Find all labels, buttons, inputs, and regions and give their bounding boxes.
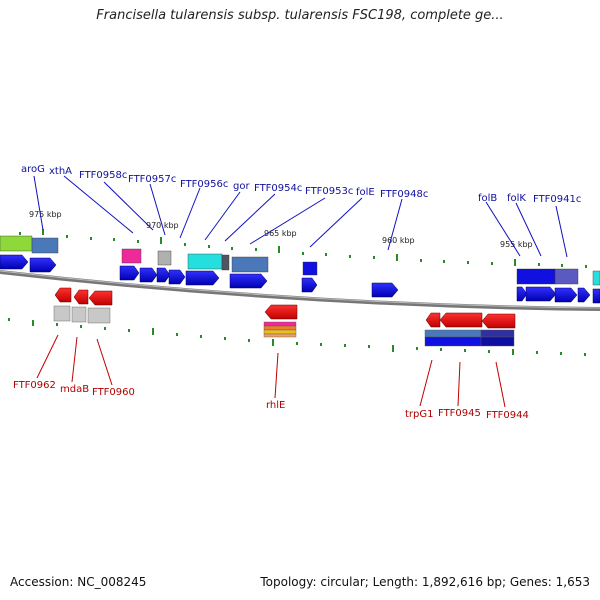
bottom-gene-labels: FTF0962 mdaB FTF0960 rhlE trpG1 FTF0945 … — [13, 380, 529, 421]
gene-arrow[interactable] — [592, 288, 600, 304]
gene-arrow[interactable] — [29, 257, 57, 273]
gene-arrow[interactable] — [481, 313, 516, 329]
gene-label-rhlE[interactable]: rhlE — [266, 400, 285, 411]
gene-label-gor[interactable]: gor — [233, 181, 250, 192]
feature-bar[interactable] — [263, 325, 297, 331]
feature-bar[interactable] — [554, 268, 579, 285]
genome-backbone — [0, 270, 600, 311]
top-leader-lines — [33, 175, 568, 258]
top-gene-labels: aroG xthA FTF0958c FTF0957c FTF0956c gor… — [21, 164, 581, 205]
gene-arrow[interactable] — [554, 287, 578, 303]
gene-label-folB[interactable]: folB — [478, 193, 497, 204]
feature-bar[interactable] — [424, 336, 482, 347]
gene-arrow[interactable] — [264, 304, 298, 320]
feature-bar[interactable] — [157, 250, 172, 266]
gene-arrow[interactable] — [525, 286, 557, 302]
feature-bar[interactable] — [263, 329, 297, 335]
gene-label-FTF0960[interactable]: FTF0960 — [92, 387, 135, 398]
feature-bar[interactable] — [516, 268, 556, 285]
gene-label-trpG1[interactable]: trpG1 — [405, 409, 434, 420]
gene-label-FTF0953c[interactable]: FTF0953c — [305, 186, 353, 197]
forward-genes-row-1 — [0, 254, 600, 304]
gene-label-FTF0957c[interactable]: FTF0957c — [128, 174, 176, 185]
gene-arrow[interactable] — [119, 265, 140, 281]
gene-arrow[interactable] — [229, 273, 268, 289]
gene-label-xthA[interactable]: xthA — [49, 166, 72, 177]
gene-arrow[interactable] — [73, 289, 89, 305]
gene-arrow[interactable] — [371, 282, 399, 298]
accession-text: Accession: NC_008245 — [10, 575, 147, 589]
feature-bar[interactable] — [231, 256, 269, 273]
kbp-label-960: 960 kbp — [382, 236, 415, 245]
gene-label-mdaB[interactable]: mdaB — [60, 384, 89, 395]
gene-label-FTF0945[interactable]: FTF0945 — [438, 408, 481, 419]
feature-bar[interactable] — [592, 270, 600, 286]
gene-label-FTF0944[interactable]: FTF0944 — [486, 410, 529, 421]
feature-bar[interactable] — [0, 235, 33, 252]
gene-arrow[interactable] — [577, 287, 591, 303]
topology-text: Topology: circular; Length: 1,892,616 bp… — [260, 575, 590, 589]
gene-label-folK[interactable]: folK — [507, 193, 526, 204]
gene-arrow[interactable] — [439, 312, 483, 328]
feature-bar[interactable] — [480, 329, 515, 338]
gene-arrow[interactable] — [516, 286, 528, 302]
gene-label-FTF0962[interactable]: FTF0962 — [13, 380, 56, 391]
bottom-tick-row — [8, 318, 586, 356]
feature-bar[interactable] — [31, 237, 59, 254]
gene-label-FTF0954c[interactable]: FTF0954c — [254, 183, 302, 194]
gene-label-FTF0941c[interactable]: FTF0941c — [533, 194, 581, 205]
feature-bar[interactable] — [221, 254, 230, 271]
gene-label-aroG[interactable]: aroG — [21, 164, 45, 175]
feature-bar[interactable] — [87, 307, 111, 324]
feature-bar[interactable] — [187, 253, 223, 270]
top-tick-row — [19, 229, 587, 268]
feature-bar[interactable] — [263, 333, 297, 338]
gene-arrow[interactable] — [185, 270, 220, 286]
gene-arrow[interactable] — [168, 269, 186, 285]
gene-arrow[interactable] — [0, 254, 29, 270]
reverse-feature-bars — [53, 305, 515, 347]
gene-arrow[interactable] — [156, 267, 171, 283]
forward-feature-bars — [0, 235, 600, 286]
feature-bar[interactable] — [480, 336, 515, 347]
gene-arrow[interactable] — [425, 312, 441, 328]
reverse-genes-row-1 — [54, 287, 516, 329]
gene-label-FTF0948c[interactable]: FTF0948c — [380, 189, 428, 200]
feature-bar[interactable] — [71, 306, 87, 323]
gene-arrow[interactable] — [88, 290, 113, 306]
gene-arrow[interactable] — [301, 277, 318, 293]
gene-label-FTF0958c[interactable]: FTF0958c — [79, 170, 127, 181]
genome-backbone-highlight — [0, 270, 600, 309]
gene-label-folE[interactable]: folE — [356, 187, 375, 198]
kbp-label-965: 965 kbp — [264, 229, 297, 238]
bottom-leader-lines — [36, 334, 506, 408]
feature-bar[interactable] — [53, 305, 71, 322]
gene-arrow[interactable] — [139, 267, 158, 283]
feature-bar[interactable] — [302, 261, 318, 276]
gene-label-FTF0956c[interactable]: FTF0956c — [180, 179, 228, 190]
feature-bar[interactable] — [424, 329, 482, 338]
feature-bar[interactable] — [263, 321, 297, 327]
kbp-label-975: 975 kbp — [29, 210, 62, 219]
kbp-label-955: 955 kbp — [500, 240, 533, 249]
page-title: Francisella tularensis subsp. tularensis… — [96, 8, 504, 23]
gene-arrow[interactable] — [54, 287, 72, 303]
feature-bar[interactable] — [121, 248, 142, 264]
